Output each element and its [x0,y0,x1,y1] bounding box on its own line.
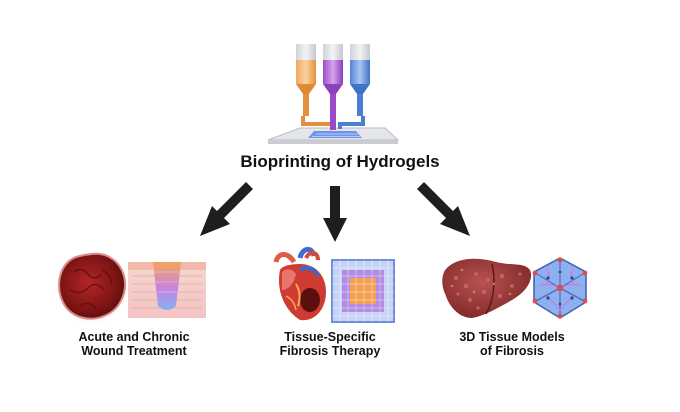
arrow-icon [200,182,253,236]
hexagon-tissue-icon [532,257,588,319]
caption-line: 3D Tissue Models [459,330,565,344]
caption-line: Tissue-Specific [284,330,376,344]
application-caption-tissue-models: 3D Tissue Models of Fibrosis [412,330,612,359]
heart-icon [273,247,326,321]
application-caption-fibrosis-therapy: Tissue-Specific Fibrosis Therapy [230,330,430,359]
nozzle-icon [338,44,370,129]
nozzle-icon [323,44,343,130]
caption-line: Acute and Chronic [78,330,190,344]
diagram-title: Bioprinting of Hydrogels [240,152,440,171]
skin-section-icon [128,262,206,318]
caption-line: Fibrosis Therapy [279,344,381,359]
liver-icon [442,258,532,318]
arrow-icon [323,186,347,242]
bioprinter-icon [267,44,400,144]
application-caption-wound: Acute and Chronic Wound Treatment [34,330,234,359]
wound-icon [54,249,130,325]
scaffold-icon [331,259,395,323]
caption-line: Wound Treatment [81,344,187,359]
arrow-icon [417,182,470,236]
caption-line: of Fibrosis [480,344,544,359]
